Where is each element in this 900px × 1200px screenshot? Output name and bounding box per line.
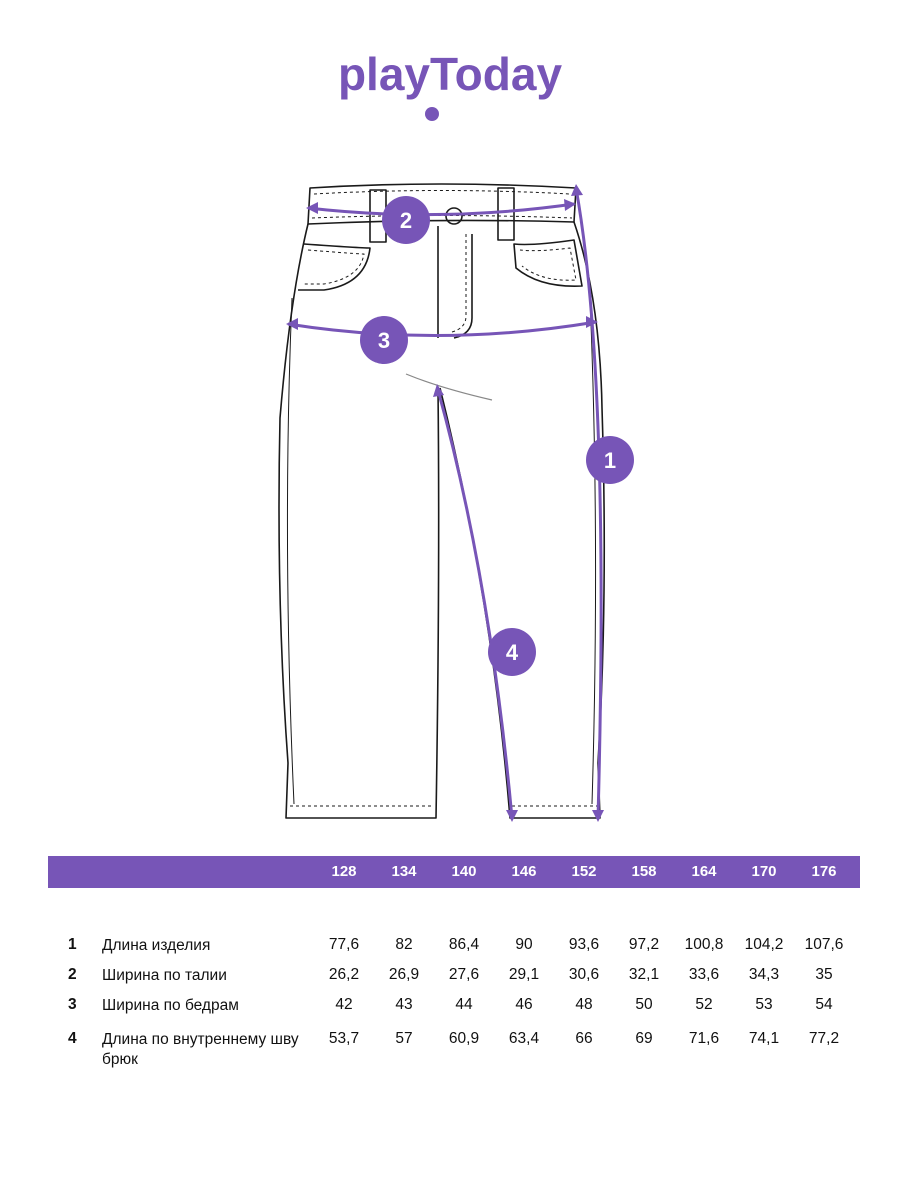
svg-text:4: 4 xyxy=(506,640,519,665)
table-cell: 53 xyxy=(755,996,773,1013)
table-cell: 93,6 xyxy=(568,936,600,953)
svg-text:1: 1 xyxy=(604,448,616,473)
table-cell: 100,8 xyxy=(684,936,724,953)
size-header-176: 176 xyxy=(811,863,837,880)
length-measure-line xyxy=(574,187,603,819)
belt-loop-right xyxy=(497,187,515,241)
table-cell: 50 xyxy=(635,996,653,1013)
table-cell: 60,9 xyxy=(448,1030,480,1047)
waist-button xyxy=(445,207,463,225)
row-number: 4 xyxy=(68,1030,77,1047)
table-cell: 48 xyxy=(575,996,593,1013)
table-cell: 52 xyxy=(695,996,713,1013)
table-cell: 57 xyxy=(395,1030,413,1047)
row-label: Ширина по бедрам xyxy=(102,997,239,1014)
table-cell: 71,6 xyxy=(688,1030,720,1047)
table-cell: 33,6 xyxy=(688,966,720,983)
badge-3: 3 xyxy=(360,316,408,364)
badge-2: 2 xyxy=(382,196,430,244)
size-header-158: 158 xyxy=(631,863,657,880)
row-number: 3 xyxy=(68,996,77,1013)
table-cell: 69 xyxy=(635,1030,653,1047)
pants-diagram: 1 2 3 4 xyxy=(278,183,634,822)
size-header-152: 152 xyxy=(571,863,597,880)
svg-text:3: 3 xyxy=(378,328,390,353)
size-table: 128 134 140 146 152 158 164 170 176 1 Дл… xyxy=(48,856,860,1068)
brand-logo: playToday xyxy=(0,48,900,133)
table-cell: 27,6 xyxy=(448,966,480,983)
arrow-head xyxy=(592,810,604,822)
table-cell: 97,2 xyxy=(628,936,660,953)
row-label: Длина по внутреннему шву брюк xyxy=(102,1031,299,1068)
table-cell: 63,4 xyxy=(508,1030,540,1047)
right-leg-outline xyxy=(439,221,606,819)
hip-measure-line xyxy=(287,320,597,337)
size-header-164: 164 xyxy=(691,863,717,880)
arrow-head xyxy=(564,199,576,211)
arrow-head xyxy=(586,316,598,328)
table-cell: 46 xyxy=(515,996,533,1013)
table-cell: 53,7 xyxy=(328,1030,360,1047)
row-label: Ширина по талии xyxy=(102,967,227,984)
size-header-170: 170 xyxy=(751,863,777,880)
waist-measure-line xyxy=(307,202,575,217)
size-table-header: 128 134 140 146 152 158 164 170 176 xyxy=(48,856,860,888)
table-cell: 77,6 xyxy=(328,936,360,953)
table-cell: 66 xyxy=(575,1030,593,1047)
table-cell: 77,2 xyxy=(808,1030,840,1047)
table-cell: 44 xyxy=(455,996,473,1013)
table-cell: 26,9 xyxy=(388,966,420,983)
row-number: 1 xyxy=(68,936,77,953)
size-header-128: 128 xyxy=(331,863,357,880)
table-cell: 34,3 xyxy=(748,966,780,983)
table-cell: 32,1 xyxy=(628,966,660,983)
logo-graphic: playToday xyxy=(338,48,563,121)
arrow-head xyxy=(433,384,444,397)
table-cell: 107,6 xyxy=(804,936,844,953)
table-cell: 82 xyxy=(395,936,413,953)
inseam-measure-line xyxy=(436,389,514,819)
table-cell: 35 xyxy=(815,966,833,983)
arrow-head xyxy=(286,318,298,330)
badge-4: 4 xyxy=(488,628,536,676)
row-number: 2 xyxy=(68,966,77,983)
table-cell: 42 xyxy=(335,996,353,1013)
table-cell: 30,6 xyxy=(568,966,600,983)
waistband-outline xyxy=(307,183,577,225)
arrow-head xyxy=(571,184,583,196)
arrow-head xyxy=(306,202,318,214)
table-cell: 29,1 xyxy=(508,966,540,983)
left-leg-outline xyxy=(278,223,440,819)
badge-1: 1 xyxy=(586,436,634,484)
table-cell: 86,4 xyxy=(448,936,480,953)
svg-text:2: 2 xyxy=(400,208,412,233)
logo-wordmark: playToday xyxy=(338,48,563,100)
row-label: Длина изделия xyxy=(102,937,211,954)
table-cell: 74,1 xyxy=(748,1030,780,1047)
size-header-146: 146 xyxy=(511,863,537,880)
size-header-134: 134 xyxy=(391,863,417,880)
table-cell: 54 xyxy=(815,996,833,1013)
table-cell: 43 xyxy=(395,996,413,1013)
size-header-140: 140 xyxy=(451,863,477,880)
table-cell: 26,2 xyxy=(328,966,360,983)
logo-dot xyxy=(425,107,439,121)
table-cell: 90 xyxy=(515,936,533,953)
arrow-head xyxy=(506,810,518,822)
table-cell: 104,2 xyxy=(744,936,784,953)
